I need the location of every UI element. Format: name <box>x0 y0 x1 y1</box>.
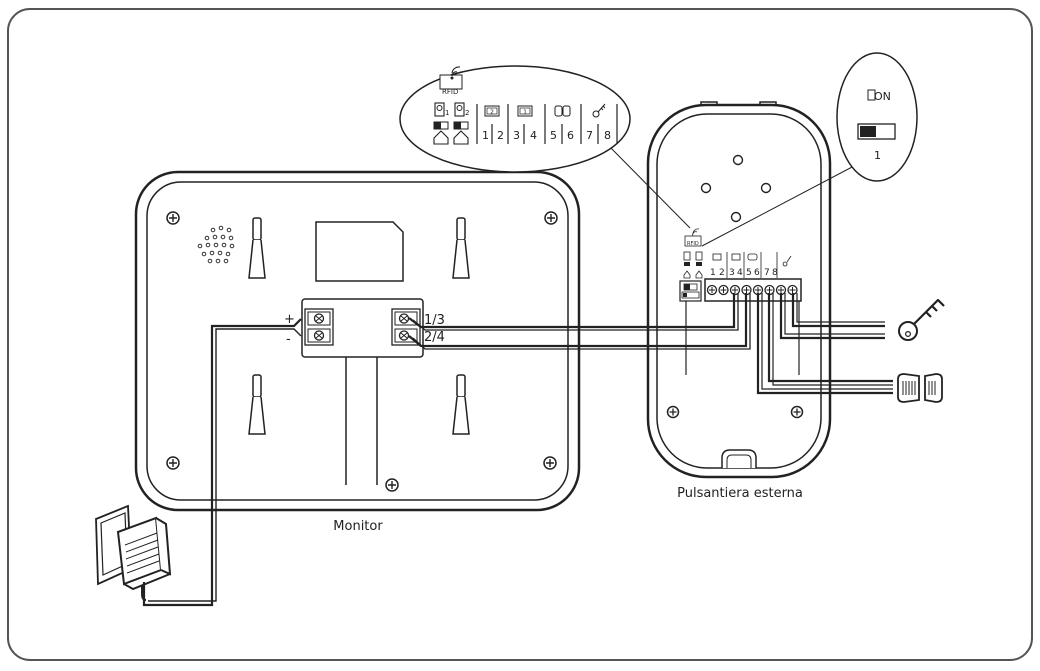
panel-num-6: 6 <box>754 268 760 278</box>
callout-badge-2: 2 <box>465 109 469 117</box>
switch-lever <box>860 126 876 137</box>
outdoor-panel: RFID 1 2 3 4 5 6 7 8 <box>646 101 832 501</box>
panel-num-8: 8 <box>772 268 778 278</box>
callout-num-8: 8 <box>604 129 611 142</box>
switch-on-label: ON <box>874 90 891 103</box>
key-icon <box>592 103 606 118</box>
lock-wire-b <box>791 293 885 328</box>
gate-wire-b <box>767 293 893 383</box>
rfid-icon <box>684 228 702 247</box>
camera-icon <box>683 251 691 261</box>
monitor-cable-channel <box>345 357 378 485</box>
screw-icon <box>544 211 558 225</box>
callout-num-1: 1 <box>482 129 489 142</box>
callout-badge-1: 1 <box>445 109 449 117</box>
home-icon <box>453 130 469 145</box>
callout-num-5: 5 <box>550 129 557 142</box>
screw-icon <box>166 456 180 470</box>
screen-icon-number-1: 1 <box>523 109 527 116</box>
home-icon <box>683 270 703 279</box>
bus-wire-2-4 <box>408 293 748 348</box>
panel-bottom-latch <box>721 449 757 468</box>
gate-wire-a <box>756 293 893 395</box>
monitor-terminal-block-left <box>304 308 334 346</box>
gate-icon <box>554 105 571 117</box>
panel-num-7: 7 <box>764 268 770 278</box>
monitor-terminal-plus-label: + <box>284 312 295 327</box>
switch-on-box <box>867 89 876 101</box>
dip-switch-mini <box>696 262 702 266</box>
key-icon <box>898 298 945 341</box>
camera-icon <box>434 102 445 117</box>
panel-rfid-label: RFID <box>687 241 699 247</box>
panel-terminal-strip <box>704 278 802 302</box>
panel-terminal-legend: RFID 1 2 3 4 5 6 7 8 <box>683 228 792 279</box>
screen-icon: 1 <box>517 105 533 117</box>
monitor-terminal-block-right <box>391 308 421 346</box>
mounting-slot <box>452 374 470 435</box>
speaker-grille <box>197 225 235 264</box>
panel-num-2: 2 <box>719 268 725 278</box>
monitor-inner-shell <box>146 181 569 501</box>
callout-num-6: 6 <box>567 129 574 142</box>
callout-num-4: 4 <box>530 129 537 142</box>
power-adapter-icon <box>95 504 172 601</box>
callout-num-2: 2 <box>497 129 504 142</box>
monitor-terminal-b-label: 2/4 <box>424 330 445 345</box>
gate-icon <box>897 373 943 403</box>
monitor-terminal-minus-label: - <box>286 332 291 347</box>
home-icon <box>433 130 449 145</box>
lock-wire-a <box>779 293 885 340</box>
power-wire-plus <box>142 318 302 607</box>
dip-switch-callout: ON 1 <box>836 52 918 182</box>
wiring <box>142 293 893 607</box>
camera-icon <box>454 102 465 117</box>
panel-num-4: 4 <box>737 268 743 278</box>
mount-hole <box>700 154 772 223</box>
switch-number-label: 1 <box>874 149 881 162</box>
screen-icon: 2 <box>484 105 500 117</box>
screw-icon <box>790 405 804 419</box>
panel-num-5: 5 <box>746 268 752 278</box>
dip-switch-mini <box>684 262 690 266</box>
mounting-slot <box>452 217 470 279</box>
camera-icon <box>695 251 703 261</box>
screw-icon <box>166 211 180 225</box>
panel-num-1: 1 <box>710 268 716 278</box>
mounting-slot <box>248 374 266 435</box>
callout-num-3: 3 <box>513 129 520 142</box>
screw-icon <box>385 478 399 492</box>
screen-icon-number-2: 2 <box>490 109 494 116</box>
screw-icon <box>666 405 680 419</box>
callout-leader-lines <box>603 140 874 247</box>
power-wire-minus <box>148 328 302 602</box>
callout-rfid-label: RFID <box>442 88 458 96</box>
monitor: + - 1/3 2/4 Monitor <box>134 170 581 534</box>
mounting-slot <box>248 217 266 279</box>
legend-callout: RFID 1 2 2 1 <box>399 65 631 173</box>
callout-num-7: 7 <box>586 129 593 142</box>
panel-dip-switch <box>679 280 702 302</box>
rfid-icon <box>439 66 463 90</box>
monitor-label-window <box>315 221 404 282</box>
monitor-terminal-a-label: 1/3 <box>424 313 445 328</box>
outdoor-panel-caption: Pulsantiera esterna <box>677 486 803 501</box>
screw-icon <box>543 456 557 470</box>
panel-num-3: 3 <box>729 268 735 278</box>
monitor-caption: Monitor <box>333 519 383 534</box>
